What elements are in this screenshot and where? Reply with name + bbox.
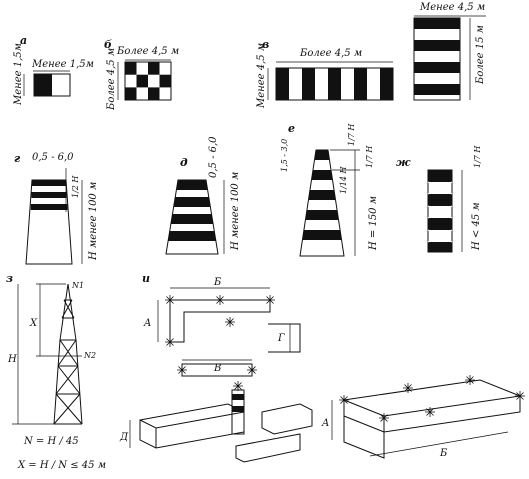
panel-v: в Более 4,5 м Менее 4,5 м Менее 4,5 м Бо… <box>256 2 486 109</box>
panel-letter-z: з <box>6 272 13 285</box>
panel-i-block-left <box>139 403 245 449</box>
panel-z-point2: N2 <box>83 351 96 360</box>
panel-e-spacing-label: 1,5 - 3,0 <box>280 139 289 172</box>
panel-k-dim-b-label: Б <box>439 448 448 459</box>
panel-e-band3-label: 1/14 H <box>339 165 348 194</box>
panel-a-width-label: Менее 1,5м <box>31 59 94 70</box>
panel-k: A Б <box>321 375 525 459</box>
panel-letter-b: б <box>104 38 112 51</box>
panel-z-formula2: X = H / N ≤ 45 м <box>17 460 106 471</box>
panel-e: е 1,5 - 3,0 1/7 H 1/7 H 1/14 H H = 150 м <box>280 122 379 257</box>
panel-z-formula1: N = H / 45 <box>23 436 79 447</box>
panel-letter-d: д <box>180 156 188 169</box>
panel-i-block-bottom <box>235 433 301 463</box>
panel-letter-e: е <box>288 122 295 135</box>
panel-z-h-label: H <box>7 354 17 365</box>
panel-i-dim-g-label: Г <box>277 333 285 344</box>
panel-letter-i: и <box>142 272 150 285</box>
panel-i-plan-right <box>268 323 301 353</box>
panel-d-spacing-label: 0,5 - 6,0 <box>208 136 219 178</box>
panel-k-dim-b <box>369 431 509 457</box>
panel-e-height-label: H = 150 м <box>368 196 379 251</box>
panel-e-band1-label: 1/7 H <box>347 123 356 146</box>
panel-a: а Менее 1,5м Менее 1,5м <box>13 34 94 106</box>
panel-z-x-label: X <box>29 318 38 329</box>
panel-z-point1: N1 <box>71 281 84 290</box>
panel-zh-height-label: H < 45 м <box>471 202 482 251</box>
panel-i-plan-upper <box>169 299 271 343</box>
panel-a-height-label: Менее 1,5м <box>13 43 24 106</box>
panel-zh-band-label: 1/7 H <box>473 145 482 168</box>
panel-i-dim-v-label: B <box>213 363 221 374</box>
panel-i-block-right <box>261 403 313 435</box>
panel-d-height-label: H менее 100 м <box>230 172 241 251</box>
panel-k-dim-a-label: A <box>321 418 329 429</box>
panel-letter-g: г <box>14 152 21 165</box>
panel-e-chimney <box>299 149 345 257</box>
panel-letter-v: в <box>262 38 269 51</box>
panel-v-vert-width-label: Менее 4,5 м <box>419 2 485 13</box>
panel-k-lights <box>339 375 525 423</box>
panel-a-black-half <box>34 74 52 96</box>
panel-v-width-label: Более 4,5 м <box>299 48 362 59</box>
panel-i-lights <box>165 295 275 391</box>
panel-g-band-label: 1/2 H <box>71 175 80 198</box>
panel-letter-zh: ж <box>396 156 411 169</box>
panel-e-band2-label: 1/7 H <box>365 145 374 168</box>
panel-k-building <box>343 379 521 459</box>
panel-g-spacing-label: 0,5 - 6,0 <box>32 152 74 163</box>
panel-i: и Б A Г B Д <box>119 272 313 463</box>
panel-i-dim-b-label: Б <box>213 277 222 288</box>
panel-zh: ж 1/7 H H < 45 м <box>396 145 482 253</box>
panel-g-height-label: H менее 100 м <box>88 182 99 261</box>
panel-z-tower <box>53 283 83 425</box>
panel-v-vert-height-label: Более 15 м <box>475 25 486 85</box>
panel-b-height-label: Более 4,5 м <box>106 48 117 111</box>
panel-g: г 0,5 - 6,0 1/2 H H менее 100 м <box>14 152 99 265</box>
panel-i-dim-a-label: A <box>143 318 151 329</box>
panel-b-width-label: Более 4,5 м <box>116 46 179 57</box>
panel-i-dim-d-label: Д <box>119 432 129 443</box>
panel-z: з N1 N2 X H N = H / 45 X = H / N ≤ 45 м <box>6 272 106 471</box>
panel-v-height-label: Менее 4,5 м <box>256 43 267 109</box>
panel-d: д 0,5 - 6,0 H менее 100 м <box>165 136 241 255</box>
panel-letter-a: а <box>20 34 27 47</box>
panel-b: б Более 4,5 м Более 4,5 м <box>104 38 179 111</box>
